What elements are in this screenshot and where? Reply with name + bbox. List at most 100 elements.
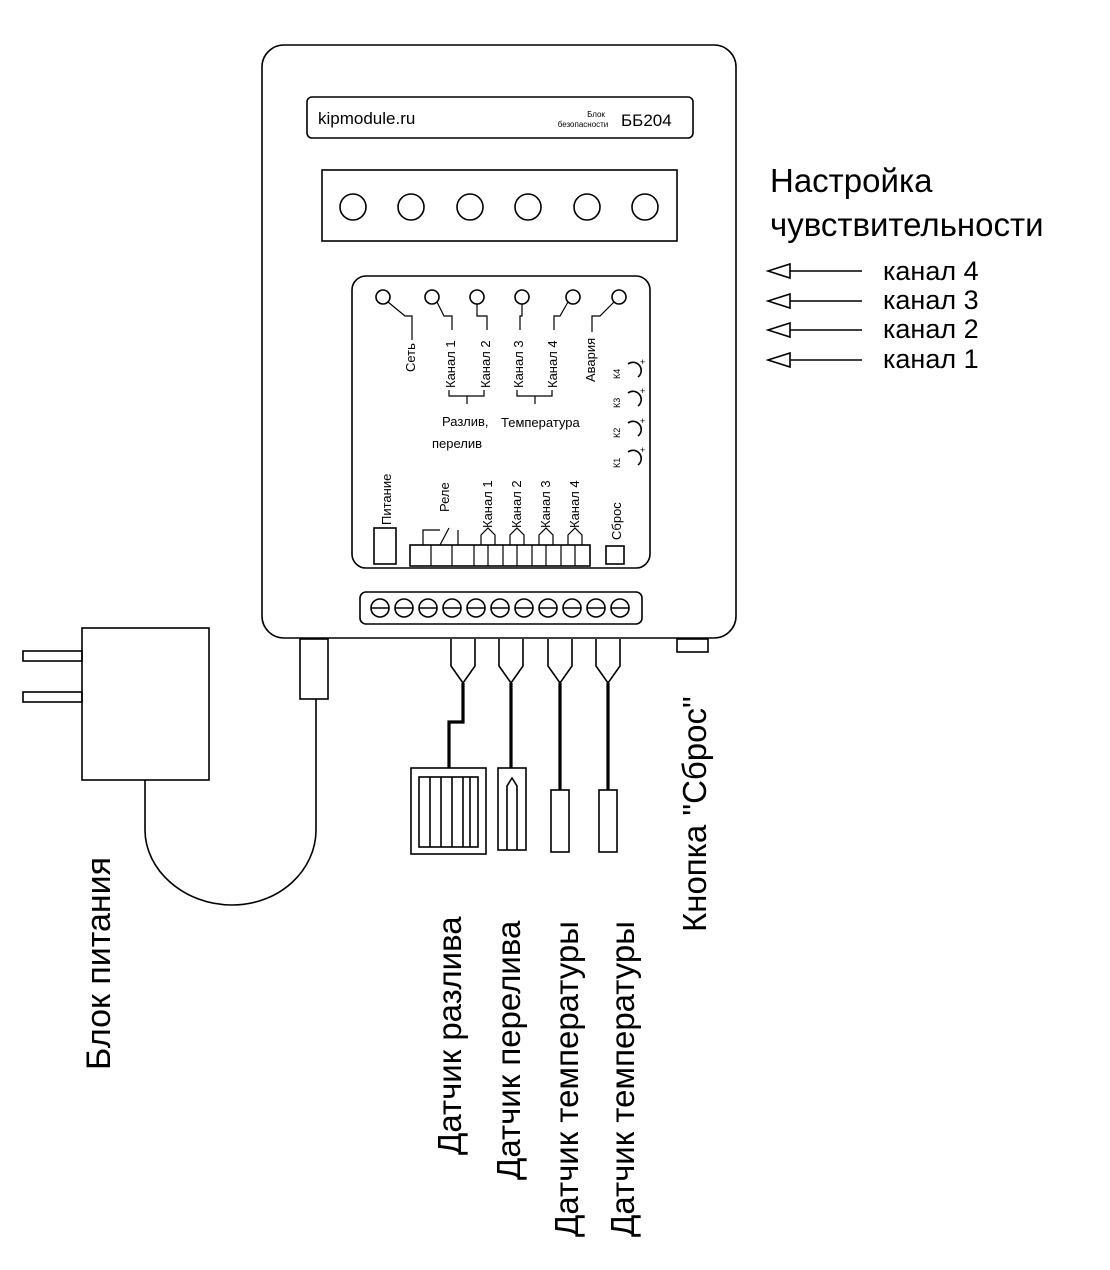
screw-terminal xyxy=(466,598,486,618)
label-temp-sensor-1: Датчик температуры xyxy=(548,921,585,1237)
led-alarm xyxy=(611,289,627,305)
adjust-hole xyxy=(631,193,659,221)
led-label: Канал 4 xyxy=(545,340,560,388)
power-socket-mark xyxy=(373,527,397,565)
bracket-temp xyxy=(516,390,553,404)
pot-icon xyxy=(627,361,642,378)
adjust-window xyxy=(321,169,678,242)
pot-label: К1 xyxy=(612,458,622,468)
power-cord xyxy=(144,699,317,906)
svg-text:+: + xyxy=(640,416,645,426)
bracket-spill xyxy=(448,390,485,404)
screw-terminal xyxy=(538,598,558,618)
screw-terminal xyxy=(394,598,414,618)
label-temp-sensor-2: Датчик температуры xyxy=(604,921,641,1237)
plug-prong xyxy=(22,650,83,662)
arrow-channel-1 xyxy=(765,351,862,369)
screw-terminal xyxy=(418,598,438,618)
led-row xyxy=(375,289,627,340)
sensitivity-channel-label: канал 4 xyxy=(883,256,979,286)
power-supply-adapter xyxy=(22,627,210,781)
terminal-label: Канал 3 xyxy=(538,480,553,528)
led-channel-2 xyxy=(469,289,485,305)
device-housing xyxy=(261,44,737,639)
arrow-channel-4 xyxy=(765,262,862,280)
terminal-symbol xyxy=(567,527,583,545)
relay-symbol xyxy=(422,527,459,546)
led-label: Канал 1 xyxy=(443,340,458,388)
cable-spill xyxy=(447,683,465,768)
sensitivity-channel-label: канал 1 xyxy=(883,344,979,374)
label-reset-button: Кнопка "Сброс" xyxy=(676,696,713,932)
arrow-channel-3 xyxy=(765,292,862,310)
pot-icon xyxy=(627,390,642,407)
reset-mark xyxy=(605,545,625,565)
overflow-sensor xyxy=(497,767,527,851)
inner-panel xyxy=(351,275,651,569)
adjust-hole xyxy=(339,193,367,221)
connector-spill xyxy=(450,639,476,685)
screw-terminal xyxy=(490,598,510,618)
pot-icon xyxy=(627,449,642,466)
terminal-symbol xyxy=(480,527,496,545)
led-label: Авария xyxy=(583,338,598,382)
header-plate: kipmodule.ru Блок безопасности ББ204 xyxy=(306,96,694,139)
arrow-channel-2 xyxy=(765,321,862,339)
svg-text:+: + xyxy=(640,386,645,396)
connector-temp-2 xyxy=(595,639,621,685)
sensitivity-channel-label: канал 2 xyxy=(883,314,979,344)
label-power-supply: Блок питания xyxy=(80,857,118,1070)
adjust-hole xyxy=(514,193,542,221)
led-channel-3 xyxy=(514,289,530,305)
screw-terminal xyxy=(586,598,606,618)
group-label-temp: Температура xyxy=(501,415,581,430)
adjust-hole xyxy=(397,193,425,221)
sensitivity-title-2: чувствительности xyxy=(770,206,1044,243)
sensitivity-title-1: Настройка xyxy=(770,162,933,199)
pot-column: К4 + К3 + К2 + К1 + xyxy=(612,357,645,468)
reset-label: Сброс xyxy=(609,502,624,540)
spill-sensor xyxy=(410,767,487,855)
terminal-label: Канал 1 xyxy=(480,480,495,528)
led-label: Сеть xyxy=(403,343,418,372)
terminal-label: Канал 2 xyxy=(509,480,524,528)
terminal-symbol xyxy=(538,527,554,545)
power-jack xyxy=(299,638,329,700)
svg-text:+: + xyxy=(640,445,645,455)
screw-terminal xyxy=(442,598,462,618)
led-channel-4 xyxy=(565,289,581,305)
pot-label: К2 xyxy=(612,428,622,438)
led-label: Канал 3 xyxy=(511,340,526,388)
screw-terminal xyxy=(370,598,390,618)
led-label: Канал 2 xyxy=(478,340,493,388)
sensitivity-channel-label: канал 3 xyxy=(883,285,979,315)
plug-prong xyxy=(22,691,83,703)
terminal-map-strip xyxy=(409,544,591,567)
adjust-hole xyxy=(456,193,484,221)
pot-icon xyxy=(627,420,642,437)
pot-label: К4 xyxy=(612,369,622,379)
reset-button[interactable] xyxy=(676,638,709,653)
terminal-symbol xyxy=(509,527,525,545)
terminal-label: Канал 4 xyxy=(567,480,582,528)
connector-overflow xyxy=(498,639,524,685)
screw-terminal xyxy=(514,598,534,618)
terminal-block xyxy=(359,591,643,625)
temp-sensor-1 xyxy=(550,789,570,853)
relay-label: Реле xyxy=(437,482,452,512)
block-line1: Блок xyxy=(587,110,605,119)
screw-terminal xyxy=(562,598,582,618)
led-channel-1 xyxy=(424,289,440,305)
block-line2: безопасности xyxy=(558,120,609,129)
label-spill-sensor: Датчик разлива xyxy=(431,916,468,1155)
connector-temp-1 xyxy=(547,639,573,685)
pot-label: К3 xyxy=(612,398,622,408)
adjust-hole xyxy=(573,193,601,221)
model-name: ББ204 xyxy=(621,111,672,130)
sensitivity-legend: Настройка чувствительности канал 4 канал… xyxy=(765,162,1044,374)
power-label: Питание xyxy=(379,474,394,525)
group-label-spill-1: Разлив, xyxy=(442,414,489,429)
site-name: kipmodule.ru xyxy=(318,109,415,128)
group-label-spill-2: перелив xyxy=(432,436,482,451)
